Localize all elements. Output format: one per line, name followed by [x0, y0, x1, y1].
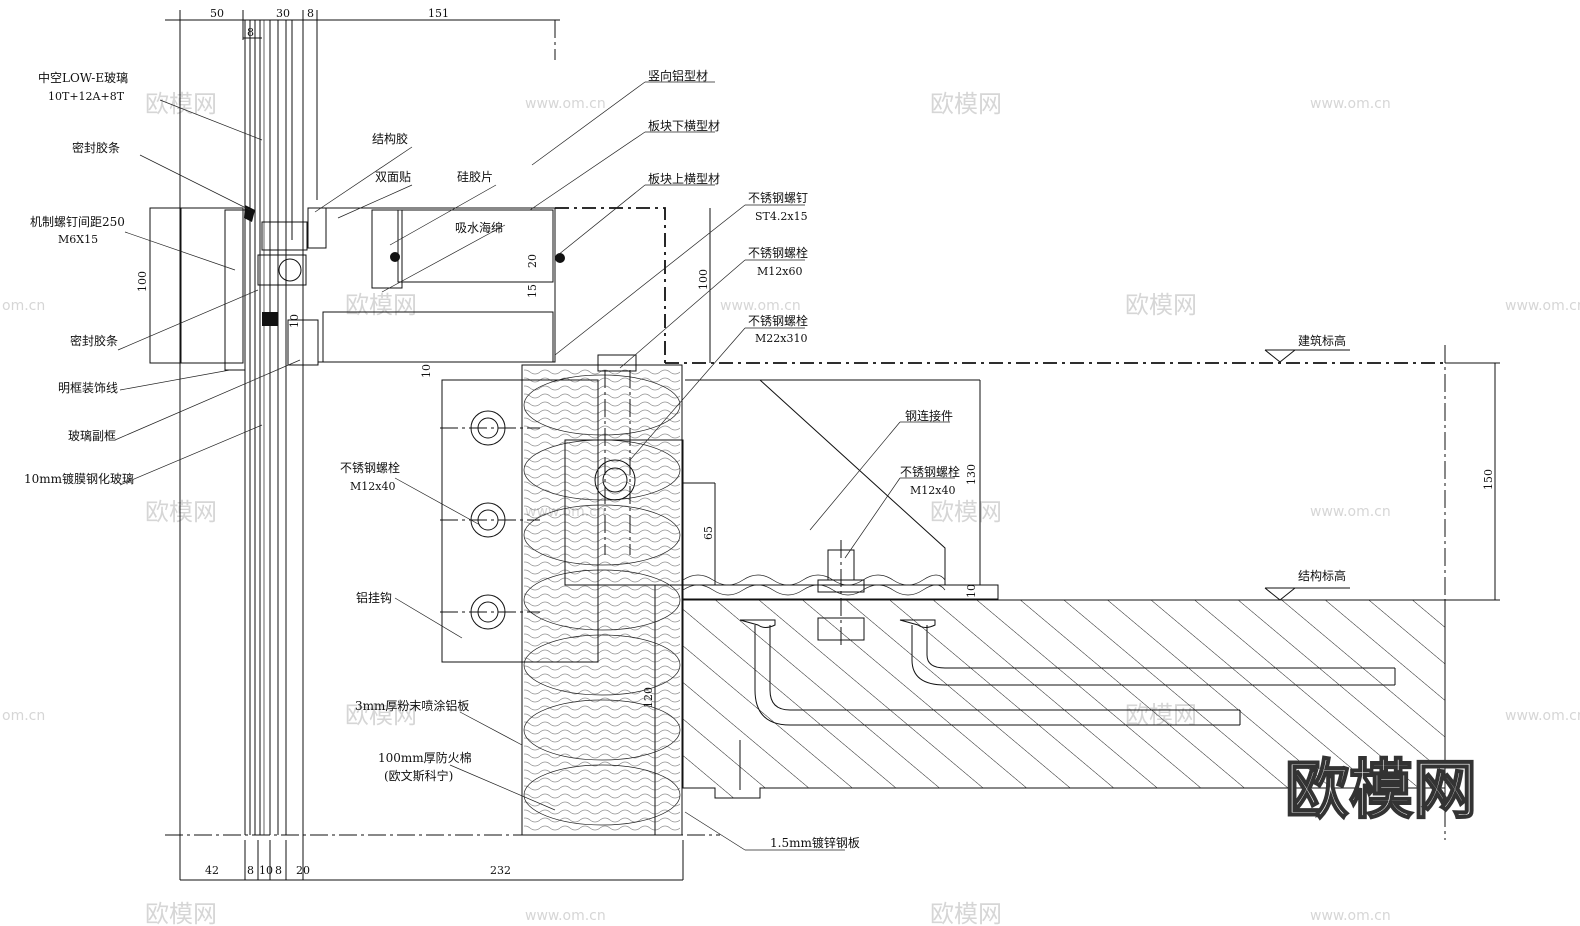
- label-coated-glass: 10mm镀膜钢化玻璃: [24, 472, 134, 486]
- label-galv-sheet: 1.5mm镀锌钢板: [770, 836, 860, 850]
- label-glass-insulated: 中空LOW-E玻璃: [38, 70, 128, 85]
- watermark-text: 欧模网: [145, 900, 217, 926]
- label-ss-bolt-spec: M12x60: [757, 265, 802, 278]
- site-logo: 欧模网: [1285, 754, 1477, 828]
- watermark-url: www.om.cn: [1310, 96, 1391, 112]
- watermark-url: www.om.cn: [720, 298, 801, 314]
- watermark-url: om.cn: [2, 298, 45, 314]
- glass-panes: [244, 20, 293, 835]
- watermark-text: 欧模网: [345, 701, 417, 729]
- dim-top: 8: [307, 7, 314, 20]
- dim-vertical: 15: [526, 284, 539, 298]
- label-seal-strip: 密封胶条: [72, 140, 120, 155]
- fire-wool-column: [521, 364, 683, 836]
- concrete-slab: 120: [642, 585, 1446, 835]
- label-vertical-profile: 竖向铝型材: [648, 68, 708, 83]
- leader-lines: [114, 81, 955, 851]
- label-double-tape: 双面贴: [375, 170, 411, 184]
- label-arch-level: 建筑标高: [1298, 333, 1346, 348]
- label-seal-strip: 密封胶条: [70, 333, 118, 348]
- dim-bottom: 8: [275, 864, 282, 877]
- dim-vertical: 100: [697, 269, 710, 290]
- dim-bottom: 232: [490, 864, 511, 877]
- label-upper-transom: 板块上横型材: [648, 172, 720, 186]
- watermark-url: www.om.cn: [1505, 298, 1580, 314]
- labels: 中空LOW-E玻璃 10T+12A+8T 密封胶条 机制螺钉间距250 M6X1…: [24, 68, 1346, 850]
- label-foam: 吸水海绵: [455, 220, 503, 235]
- right-panel-outline: 100: [555, 207, 711, 363]
- dim-vertical: 20: [526, 254, 539, 268]
- label-structural-glue: 结构胶: [372, 131, 408, 146]
- label-fire-wool: 100mm厚防火棉: [378, 750, 472, 765]
- dim-vertical: 120: [642, 687, 655, 708]
- watermark-url: www.om.cn: [1505, 708, 1580, 724]
- dim-vertical: 10: [965, 584, 978, 598]
- label-frame-trim: 明框装饰线: [58, 381, 118, 395]
- dim-top: 30: [276, 7, 290, 20]
- label-steel-connector: 钢连接件: [905, 408, 953, 423]
- top-dimensions: 50 30 8 151 8: [179, 7, 555, 880]
- label-ss-bolt-spec: M12x40: [350, 480, 395, 493]
- label-ss-bolt-spec: M12x40: [910, 484, 955, 497]
- label-al-panel: 3mm厚粉末喷涂铝板: [355, 698, 469, 713]
- watermark-text: 欧模网: [930, 498, 1002, 526]
- dim-vertical: 130: [965, 464, 978, 485]
- dim-vertical: 10: [420, 364, 433, 378]
- watermark-url: www.om.cn: [525, 908, 606, 924]
- watermark-text: 欧模网: [145, 90, 217, 118]
- watermark-text: 欧模网: [930, 900, 1002, 926]
- label-ss-bolt: 不锈钢螺栓: [748, 245, 808, 260]
- dim-bottom: 42: [205, 864, 219, 877]
- watermark-url: www.om.cn: [525, 96, 606, 112]
- dim-vertical: 150: [1482, 469, 1495, 490]
- label-ss-bolt: 不锈钢螺栓: [748, 313, 808, 328]
- label-ss-screw-spec: ST4.2x15: [755, 210, 808, 223]
- label-ss-bolt: 不锈钢螺栓: [340, 460, 400, 475]
- watermark-text: 欧模网: [145, 498, 217, 526]
- bottom-dimensions: 42 8 10 8 20 232: [180, 840, 684, 881]
- dim-vertical: 65: [702, 526, 715, 540]
- watermark-text: 欧模网: [345, 291, 417, 319]
- label-machine-screw: 机制螺钉间距250: [30, 215, 125, 229]
- label-struct-level: 结构标高: [1298, 568, 1346, 583]
- aluminum-hook-plate: [440, 379, 599, 663]
- level-markers: 150: [1264, 349, 1500, 601]
- label-machine-screw-spec: M6X15: [58, 233, 98, 246]
- label-al-hook: 铝挂钩: [356, 590, 392, 605]
- transom-profiles: 20 15 10 10: [149, 205, 565, 378]
- watermark-url: www.om.cn: [1310, 908, 1391, 924]
- steel-connector: 65 130: [564, 354, 981, 586]
- label-glass-subframe: 玻璃副框: [68, 429, 116, 443]
- dim-vertical: 100: [136, 271, 149, 292]
- label-ss-bolt-spec: M22x310: [755, 332, 807, 345]
- watermark-text: 欧模网: [930, 90, 1002, 118]
- dim-bottom: 20: [296, 864, 310, 877]
- watermark-url: www.om.cn: [1310, 504, 1391, 520]
- label-lower-transom: 板块下横型材: [648, 119, 720, 133]
- dim-bottom: 10: [259, 864, 273, 877]
- dim-bottom: 8: [247, 864, 254, 877]
- label-glass-spec: 10T+12A+8T: [48, 90, 125, 103]
- dim-top: 50: [210, 7, 224, 20]
- dim-top: 151: [428, 7, 449, 20]
- dim-vertical: 10: [288, 314, 301, 328]
- label-ss-screw: 不锈钢螺钉: [748, 191, 808, 205]
- label-fire-wool-brand: (欧文斯科宁): [384, 768, 453, 783]
- watermark-url: om.cn: [2, 708, 45, 724]
- label-silicone-sheet: 硅胶片: [457, 169, 493, 184]
- label-ss-bolt: 不锈钢螺栓: [900, 464, 960, 479]
- left-dimension: 100: [136, 208, 151, 363]
- watermark-text: 欧模网: [1125, 291, 1197, 319]
